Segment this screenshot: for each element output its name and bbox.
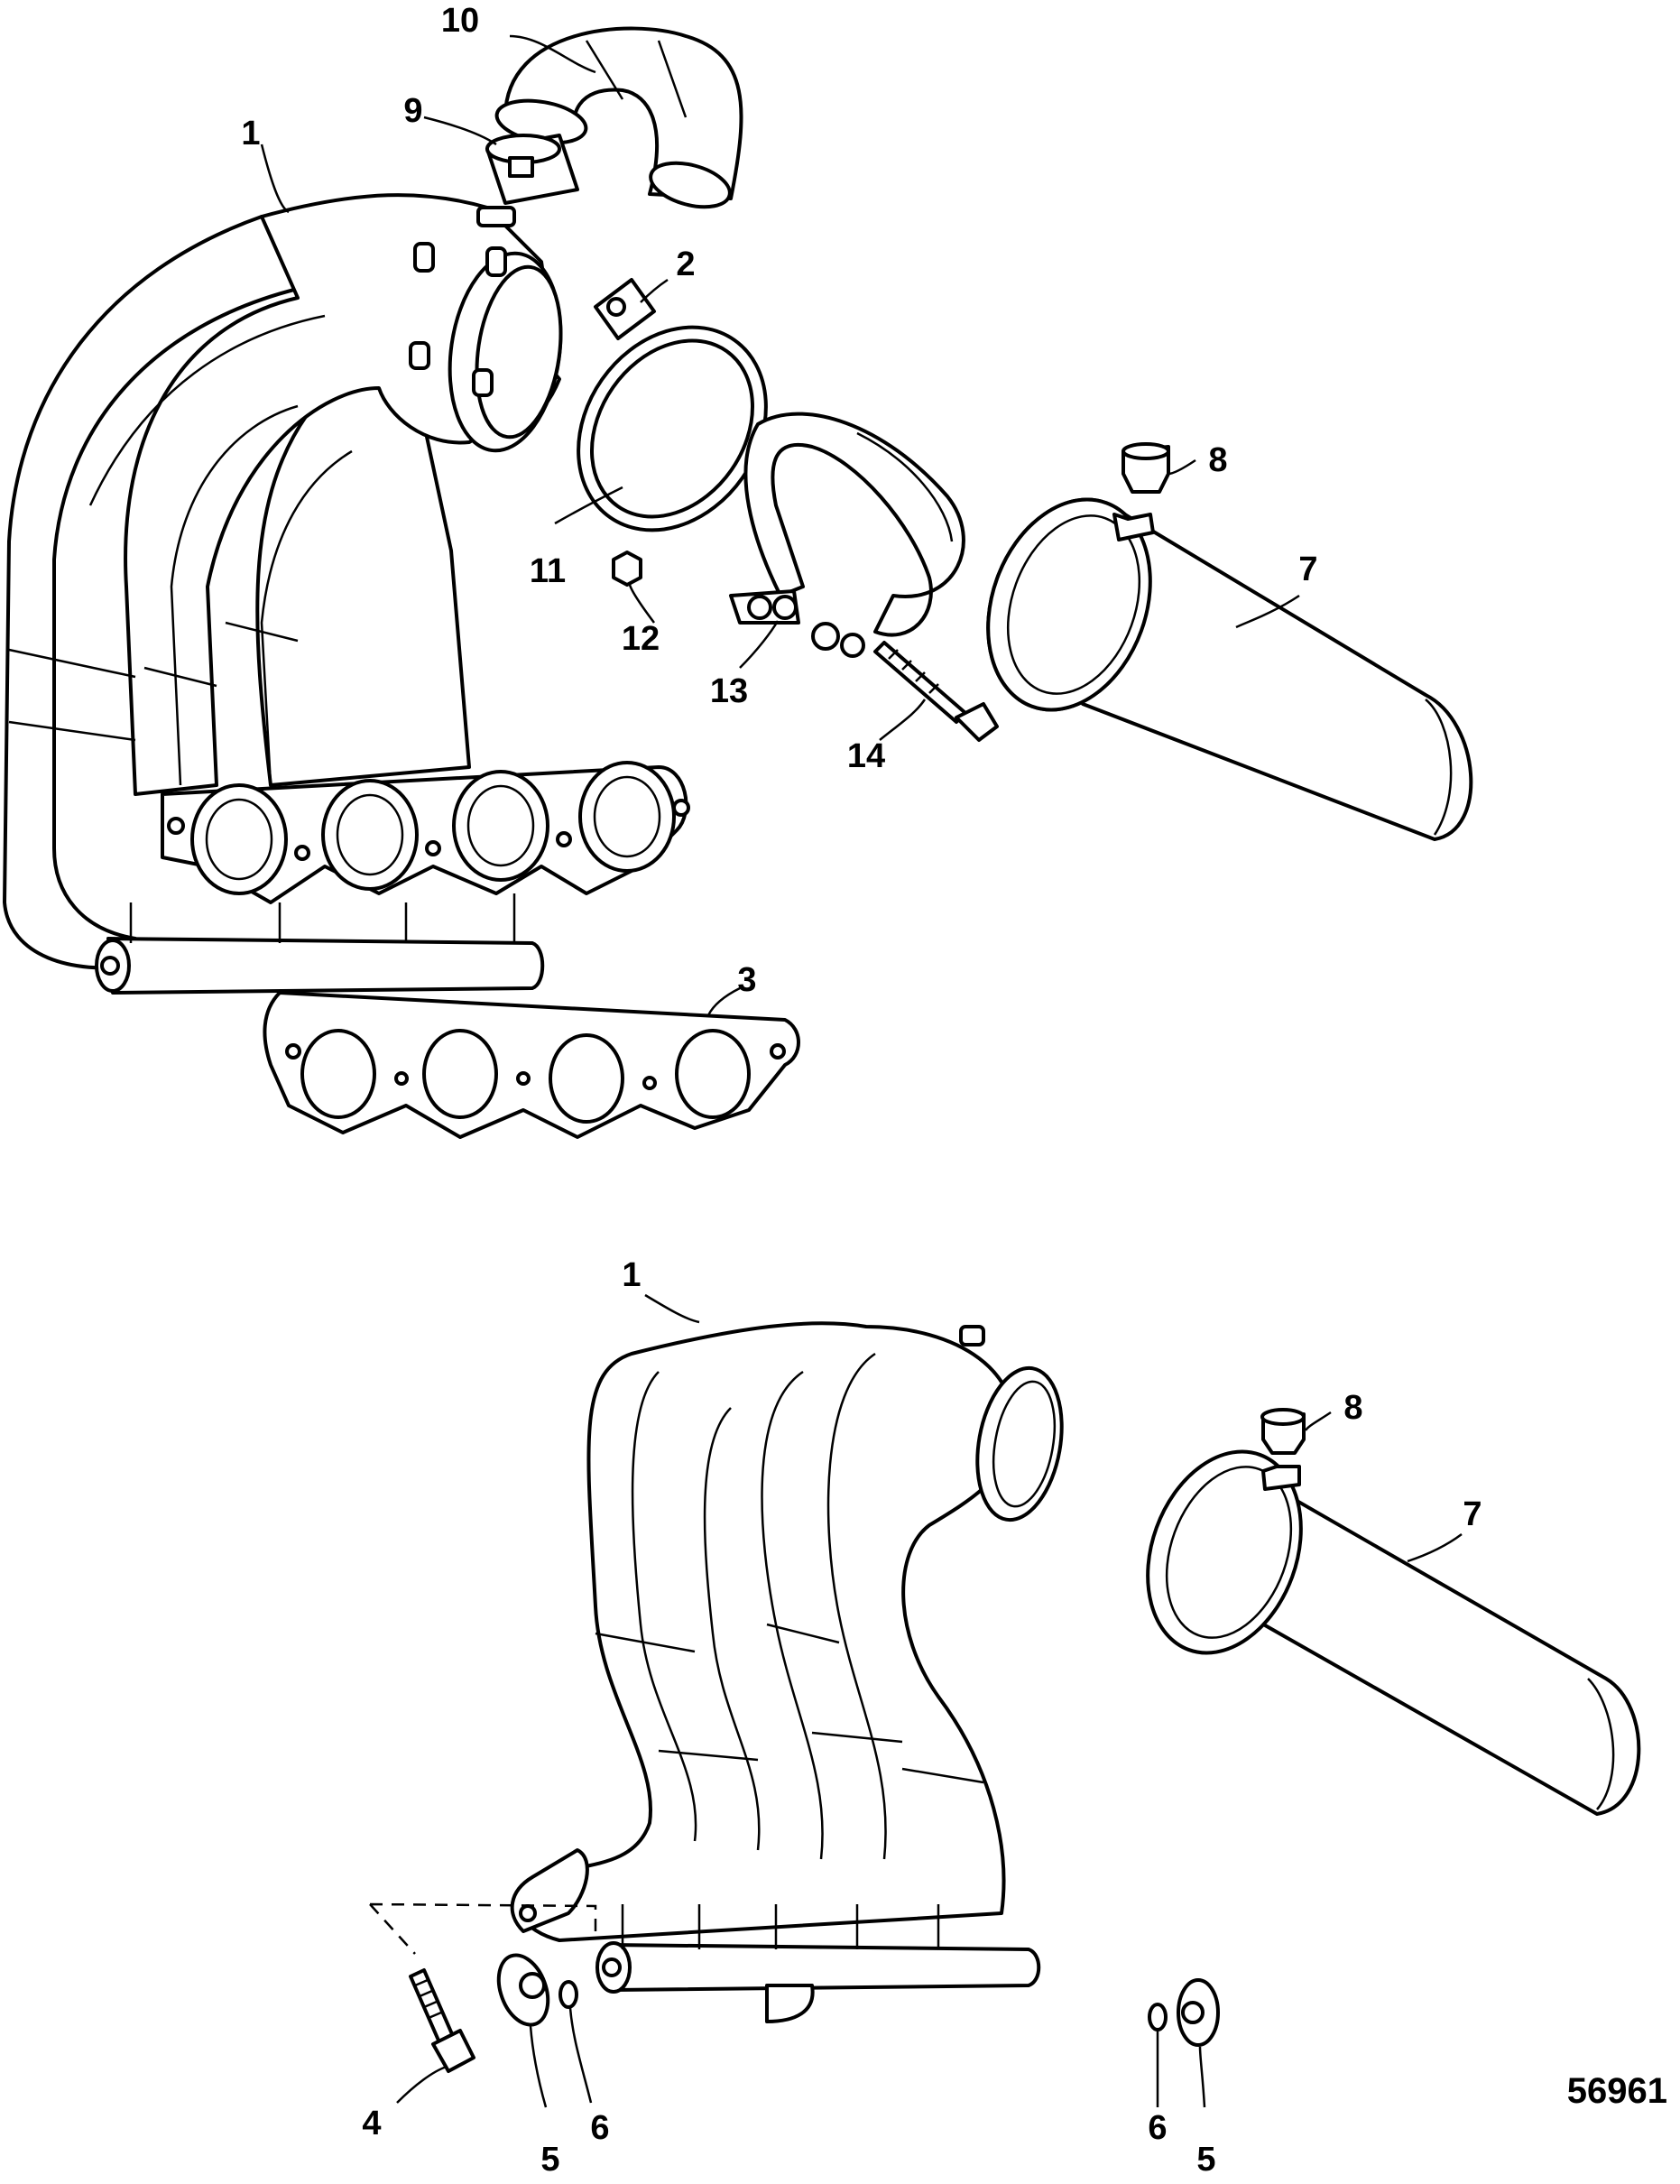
part-3-gasket — [263, 991, 800, 1139]
part-9-coupler — [485, 134, 579, 205]
part-1-exhaust-manifold-top — [3, 193, 690, 995]
part-8-cap-top — [1122, 442, 1170, 494]
locator-dashed-line — [369, 1902, 597, 1955]
callout-11: 11 — [530, 552, 566, 590]
part-1-exhaust-manifold-bottom — [510, 1321, 1064, 2023]
callout-9: 9 — [403, 92, 422, 130]
part-14-bolt — [873, 641, 999, 742]
callout-1-bottom: 1 — [622, 1256, 641, 1294]
part-7-exhaust-pipe-bottom — [1146, 1449, 1641, 1816]
part-5-drain-plug-left — [496, 1953, 550, 2027]
callout-5-right: 5 — [1196, 2141, 1215, 2179]
callout-3: 3 — [737, 961, 756, 999]
callout-8-bottom: 8 — [1343, 1389, 1362, 1427]
part-10-elbow-tube — [494, 26, 743, 209]
leader-lines — [260, 34, 1463, 2108]
part-2-fitting — [594, 278, 656, 340]
callout-14: 14 — [847, 737, 885, 775]
figure-number: 56961 — [1567, 2071, 1667, 2111]
part-13-clamp — [729, 412, 965, 658]
callout-1-top: 1 — [241, 115, 260, 153]
part-8-cap-bottom — [1260, 1408, 1306, 1455]
callout-2: 2 — [676, 245, 695, 283]
part-11-gasket-ring — [577, 325, 768, 532]
callout-6-left: 6 — [590, 2109, 609, 2147]
part-6-o-ring-left — [558, 1980, 578, 2009]
part-7-exhaust-pipe-top — [986, 497, 1473, 841]
callout-7-bottom: 7 — [1463, 1495, 1482, 1533]
part-12-nut — [612, 551, 642, 587]
callout-6-right: 6 — [1148, 2109, 1167, 2147]
part-5-drain-plug-right — [1177, 1978, 1220, 2047]
part-6-o-ring-right — [1148, 2003, 1168, 2031]
callout-12: 12 — [622, 620, 660, 658]
callout-7-top: 7 — [1298, 551, 1317, 588]
callout-8-top: 8 — [1208, 441, 1227, 479]
part-4-bolt — [409, 1968, 475, 2073]
callout-5-left: 5 — [540, 2141, 559, 2179]
callout-13: 13 — [710, 672, 748, 710]
callout-10: 10 — [441, 2, 479, 40]
callout-4: 4 — [362, 2105, 381, 2142]
